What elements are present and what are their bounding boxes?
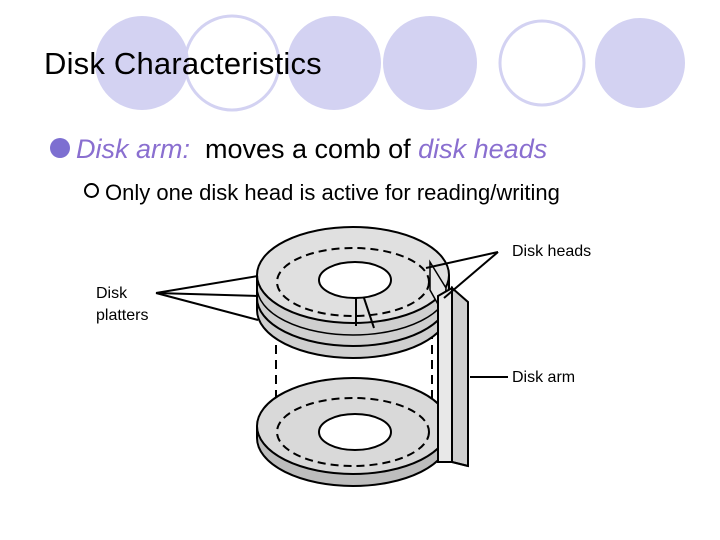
label-disk-heads: Disk heads xyxy=(512,243,592,260)
deco-circle-filled xyxy=(383,16,477,110)
deco-circle-filled xyxy=(287,16,381,110)
term-disk-arm: Disk arm: xyxy=(76,134,190,164)
deco-circle-filled xyxy=(595,18,685,108)
bottom-platter xyxy=(256,377,450,487)
callout-line-platters xyxy=(155,275,259,294)
label-disk-platters-line1: Disk xyxy=(96,285,128,302)
label-disk-arm: Disk arm xyxy=(512,369,576,386)
bullet-text: moves a comb of xyxy=(205,134,411,164)
callout-line-platters xyxy=(155,292,259,321)
slide-title: Disk Characteristics xyxy=(44,46,322,81)
sub-bullet-text: Only one disk head is active for reading… xyxy=(105,180,560,205)
callout-line-heads xyxy=(425,251,499,269)
disk-arm xyxy=(437,285,469,468)
deco-circle-outline xyxy=(498,19,586,107)
top-platter-stack xyxy=(256,226,450,359)
bullet-disk-arm: Disk arm: moves a comb of disk heads xyxy=(50,134,547,165)
bullet-dot-icon xyxy=(50,138,70,158)
callout-line-platters xyxy=(155,292,259,297)
sub-bullet-ring-icon xyxy=(84,183,99,198)
deco-circle-outline xyxy=(183,14,281,112)
disk-head-line xyxy=(363,297,375,329)
sub-bullet-one-head: Only one disk head is active for reading… xyxy=(84,180,560,206)
label-disk-platters-line2: platters xyxy=(96,307,149,324)
term-disk-heads: disk heads xyxy=(418,134,548,164)
callout-line-heads xyxy=(443,251,499,299)
deco-circle-filled xyxy=(95,16,189,110)
